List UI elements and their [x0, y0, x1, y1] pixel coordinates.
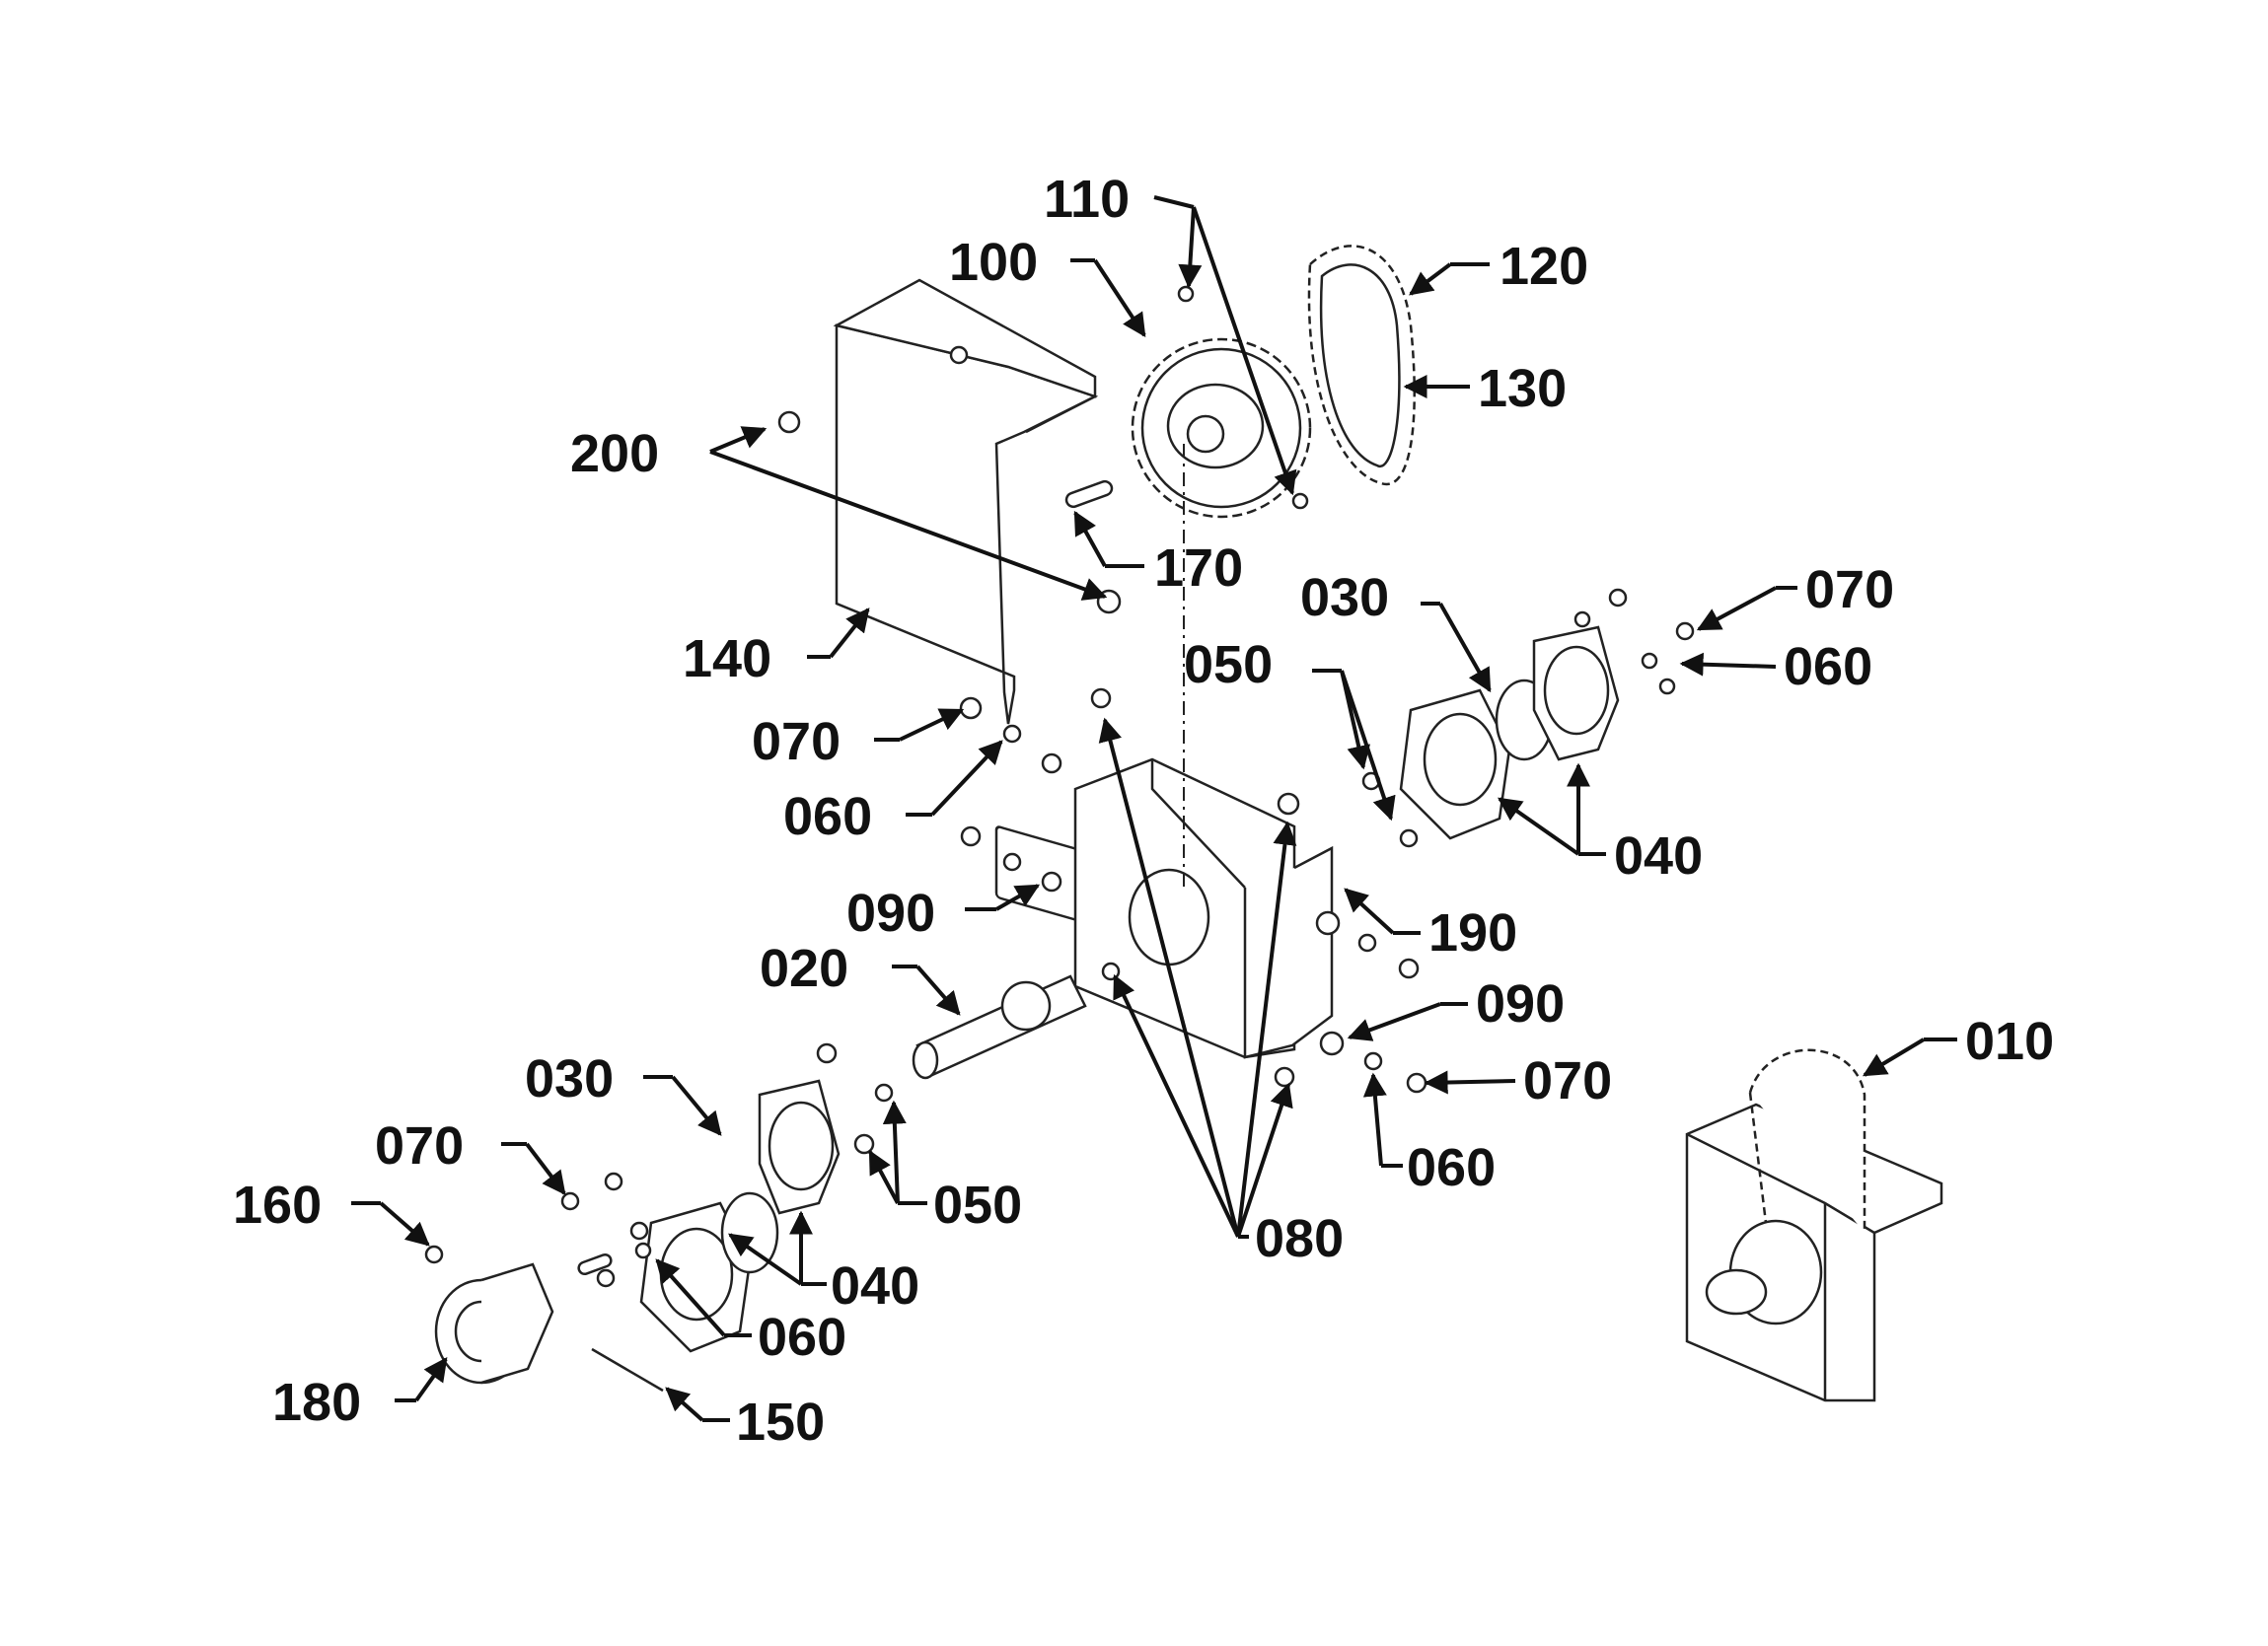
- callout-100: 100: [949, 233, 1038, 292]
- callout-050-left: 050: [933, 1176, 1022, 1235]
- callout-110: 110: [1044, 170, 1130, 229]
- callout-090-left: 090: [846, 884, 935, 943]
- callout-090-right: 090: [1476, 974, 1565, 1034]
- callout-030-right: 030: [1300, 568, 1389, 627]
- cover-part: [833, 278, 1099, 922]
- callout-070-right-bottom: 070: [1523, 1051, 1612, 1110]
- callout-060-right-top: 060: [1784, 637, 1872, 696]
- callout-170: 170: [1154, 538, 1243, 598]
- right-bearing-set: [1399, 625, 1620, 840]
- chain-part: [1307, 245, 1416, 486]
- callout-120: 120: [1500, 237, 1588, 296]
- assembly-thumbnail: [1685, 1048, 1943, 1402]
- callout-060-left-top: 060: [783, 787, 872, 846]
- callout-140: 140: [683, 629, 771, 688]
- callout-040-right: 040: [1614, 826, 1703, 886]
- callout-060-left-bottom: 060: [758, 1308, 846, 1367]
- callout-050-right: 050: [1184, 635, 1273, 694]
- callout-130: 130: [1478, 359, 1567, 418]
- shaft-part: [912, 974, 1087, 1080]
- callout-160: 160: [233, 1176, 322, 1235]
- callout-labels: 110 100 120 130 200 170 030 070 140 050 …: [233, 170, 2054, 1452]
- callout-190: 190: [1428, 903, 1517, 963]
- callout-020: 020: [760, 939, 848, 998]
- leader-lines: [351, 195, 1957, 1422]
- callout-040-left: 040: [831, 1256, 919, 1316]
- callout-010: 010: [1965, 1012, 2054, 1071]
- sprocket-part: [1131, 337, 1312, 519]
- callout-200: 200: [570, 424, 659, 483]
- pin-part: [591, 1347, 664, 1393]
- callout-060-right-bottom: 060: [1407, 1138, 1496, 1197]
- callout-180: 180: [272, 1373, 361, 1432]
- callout-070-left-top: 070: [752, 712, 841, 771]
- callout-080: 080: [1255, 1209, 1344, 1268]
- callout-070-left-bottom: 070: [375, 1116, 464, 1176]
- callout-070-right-top: 070: [1805, 560, 1894, 619]
- coupler-part: [434, 1262, 554, 1385]
- callout-150: 150: [736, 1393, 825, 1452]
- callout-030-left: 030: [525, 1049, 614, 1109]
